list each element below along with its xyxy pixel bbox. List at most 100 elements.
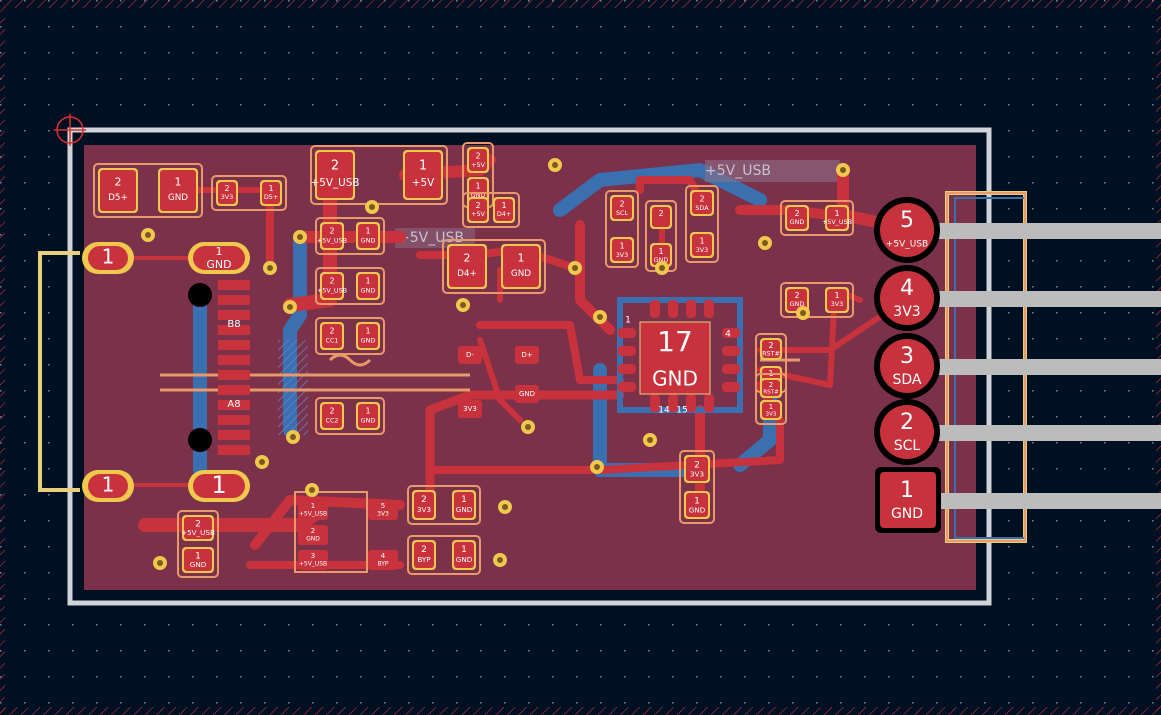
via-3[interactable]	[293, 230, 307, 244]
passive-components[interactable]: 2D5+1GND23V31D5+2+5V_USB1+5V2+5V1GND2+5V…	[93, 142, 854, 578]
via-2[interactable]	[365, 200, 379, 214]
via-17[interactable]	[153, 556, 167, 570]
via-9[interactable]	[758, 236, 772, 250]
via-14[interactable]	[590, 460, 604, 474]
c_top_pair_a-pad1-net: GND	[471, 191, 486, 199]
c_bottom_center-pad2-net: 3V3	[690, 470, 704, 479]
via-15[interactable]	[286, 430, 300, 444]
via-0[interactable]	[141, 228, 155, 242]
via-13[interactable]	[643, 433, 657, 447]
ic-exposed-pad[interactable]	[639, 321, 711, 395]
c_bottom_center-pad1-num: 1	[694, 496, 700, 506]
ic-pin1-num: 1	[625, 316, 631, 326]
svg-text:1: 1	[216, 245, 223, 258]
back-zone-hatch	[278, 340, 308, 435]
reg-p1-num: 1	[311, 502, 315, 510]
c_top_pair_a-pad2-num: 2	[475, 152, 480, 161]
svg-text:1: 1	[102, 245, 115, 269]
vias[interactable]	[141, 158, 850, 570]
via-16[interactable]	[255, 455, 269, 469]
r_d5-pad2-net: 3V3	[221, 193, 234, 201]
zone-bar-top	[705, 160, 840, 182]
ic-pins[interactable]	[618, 300, 740, 412]
via-6[interactable]	[456, 298, 470, 312]
via-11[interactable]	[796, 306, 810, 320]
esd-p4: GND	[519, 390, 535, 398]
via-19[interactable]	[493, 553, 507, 567]
c_bulk-pad1-num: 1	[419, 159, 427, 174]
header-pin-2-num: 2	[900, 410, 914, 435]
via-1[interactable]	[263, 261, 277, 275]
c_bottom_center-pad2-num: 2	[694, 460, 700, 470]
via-5[interactable]	[568, 261, 582, 275]
via-18[interactable]	[305, 483, 319, 497]
header-pin-3-num: 3	[900, 344, 914, 369]
usb-connector[interactable]: 1 1 GND 1 1	[38, 242, 250, 502]
r_gnd_top-pad1-num: 1	[658, 247, 663, 256]
usb-pad-top-left[interactable]: 1	[82, 242, 134, 274]
ic-exposed-pad-number: 17	[657, 325, 693, 358]
header-pin-5[interactable]: 5+5V_USB	[874, 197, 1161, 263]
r_d5-pad2-num: 2	[224, 184, 229, 193]
via-20[interactable]	[498, 500, 512, 514]
usb-signal-pads[interactable]	[218, 280, 250, 455]
r_cc1-pad2-net: CC1	[326, 336, 339, 344]
via-7[interactable]	[593, 310, 607, 324]
r_sda-pad2-net: SDA	[695, 204, 709, 212]
usb-pad-bottom-right[interactable]: 1	[188, 470, 250, 502]
via-21[interactable]	[283, 300, 297, 314]
via-4[interactable]	[548, 158, 562, 172]
r_rst-pad2-net: RST#	[763, 390, 779, 396]
d4_pair-pad2-num: 2	[464, 251, 471, 264]
r_usb_b-pad2-net: +5V_USB	[317, 286, 347, 294]
c_3v3_top-pad2-num: 2	[794, 209, 799, 218]
d4_pair-pad1-net: GND	[511, 269, 531, 279]
usb-label-a8: A8	[227, 399, 240, 410]
usb-pad-bottom-left[interactable]: 1	[82, 470, 134, 502]
c_top_left-pad2-num: 2	[115, 175, 122, 188]
via-10[interactable]	[836, 163, 850, 177]
header-pin-4-num: 4	[900, 276, 914, 301]
main-ic[interactable]: 17 GND 1 4 14 15	[617, 297, 743, 416]
svg-text:1: 1	[102, 473, 115, 497]
c_3v3_mid-pad1-num: 1	[834, 291, 839, 300]
header-pin-2-net: SCL	[894, 438, 921, 454]
usb-pad-top-right[interactable]: 1 GND	[188, 242, 250, 274]
r_cc1-pad1-net: GND	[361, 336, 376, 344]
d4_pair-pad2-net: D4+	[457, 269, 477, 279]
r_scl-pad1-num: 1	[619, 242, 624, 251]
c_bottom_center-pad1-net: GND	[689, 506, 706, 515]
c_3v3_mid-pad1-net: 3V3	[831, 300, 844, 308]
via-8[interactable]	[655, 261, 669, 275]
via-12[interactable]	[521, 420, 535, 434]
